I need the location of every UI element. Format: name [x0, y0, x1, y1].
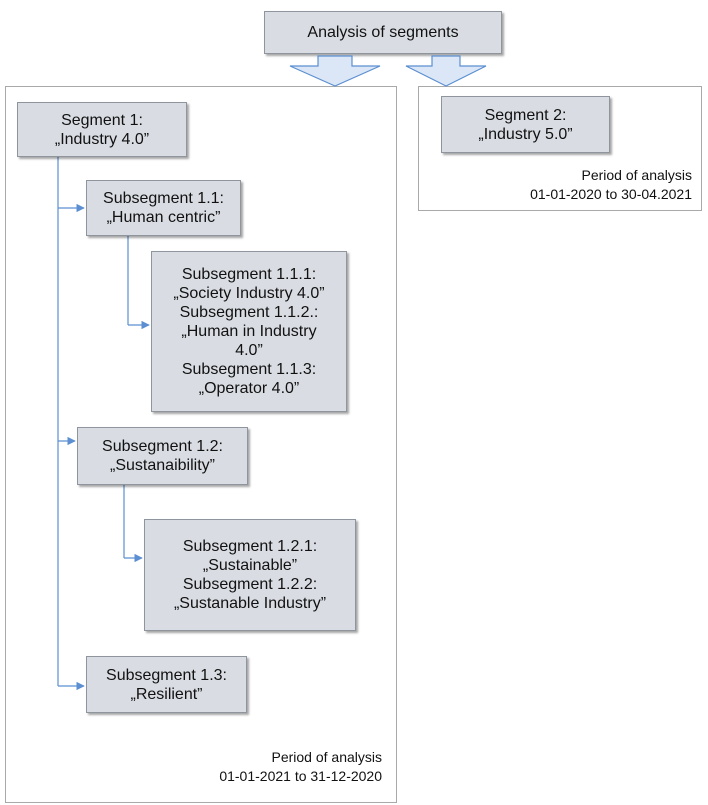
segment-2-box: Segment 2: „Industry 5.0”: [441, 96, 610, 153]
subsegment-1-1-2-name-a: „Human in Industry: [181, 323, 317, 340]
down-arrow-right-icon: [405, 55, 487, 87]
subsegment-1-1-1-name: „Society Industry 4.0”: [173, 285, 325, 302]
subsegment-1-2-2-label: Subsegment 1.2.2:: [182, 576, 318, 593]
subsegment-1-1-name: „Human centric”: [106, 209, 221, 226]
segment-2-label: Segment 2:: [484, 106, 567, 124]
subsegment-1-1-1-label: Subsegment 1.1.1:: [181, 266, 317, 283]
segment-1-period-label: Period of analysis: [271, 749, 382, 765]
subsegment-1-1-label: Subsegment 1.1:: [103, 190, 224, 207]
subsegment-1-1-3-name: „Operator 4.0”: [198, 380, 300, 397]
subsegment-1-3-label: Subsegment 1.3:: [106, 666, 227, 684]
subsegment-1-2-name: „Sustanaibility”: [110, 457, 215, 474]
segment-1-name: „Industry 4.0”: [54, 130, 150, 148]
segment-2-period: Period of analysis 01-01-2020 to 30-04.2…: [530, 166, 692, 204]
segment-1-period: Period of analysis 01-01-2021 to 31-12-2…: [219, 748, 382, 786]
subsegment-1-1-box: Subsegment 1.1: „Human centric”: [86, 180, 241, 236]
subsegment-1-1-x-box: Subsegment 1.1.1: „Society Industry 4.0”…: [151, 251, 347, 412]
subsegment-1-2-1-label: Subsegment 1.2.1:: [182, 538, 318, 555]
subsegment-1-1-3-label: Subsegment 1.1.3:: [181, 361, 317, 378]
segment-2-period-range: 01-01-2020 to 30-04.2021: [530, 186, 692, 202]
segment-2-period-label: Period of analysis: [581, 167, 692, 183]
title-box: Analysis of segments: [264, 11, 502, 54]
subsegment-1-2-x-box: Subsegment 1.2.1: „Sustainable” Subsegme…: [144, 519, 356, 631]
segment-2-name: „Industry 5.0”: [478, 125, 573, 143]
segment-1-period-range: 01-01-2021 to 31-12-2020: [219, 768, 382, 784]
subsegment-1-2-1-name: „Sustainable”: [202, 557, 298, 574]
subsegment-1-1-2-label: Subsegment 1.1.2.:: [179, 304, 319, 321]
subsegment-1-3-box: Subsegment 1.3: „Resilient”: [86, 656, 247, 713]
segment-1-box: Segment 1: „Industry 4.0”: [17, 102, 187, 157]
segment-1-label: Segment 1:: [61, 111, 143, 129]
subsegment-1-2-2-name: „Sustanable Industry”: [173, 595, 327, 612]
title-text: Analysis of segments: [307, 24, 459, 41]
subsegment-1-1-2-name-b: 4.0”: [235, 342, 263, 359]
subsegment-1-3-name: „Resilient”: [130, 685, 203, 703]
subsegment-1-2-label: Subsegment 1.2:: [102, 438, 223, 455]
down-arrow-left-icon: [289, 55, 381, 87]
subsegment-1-2-box: Subsegment 1.2: „Sustanaibility”: [77, 427, 248, 485]
